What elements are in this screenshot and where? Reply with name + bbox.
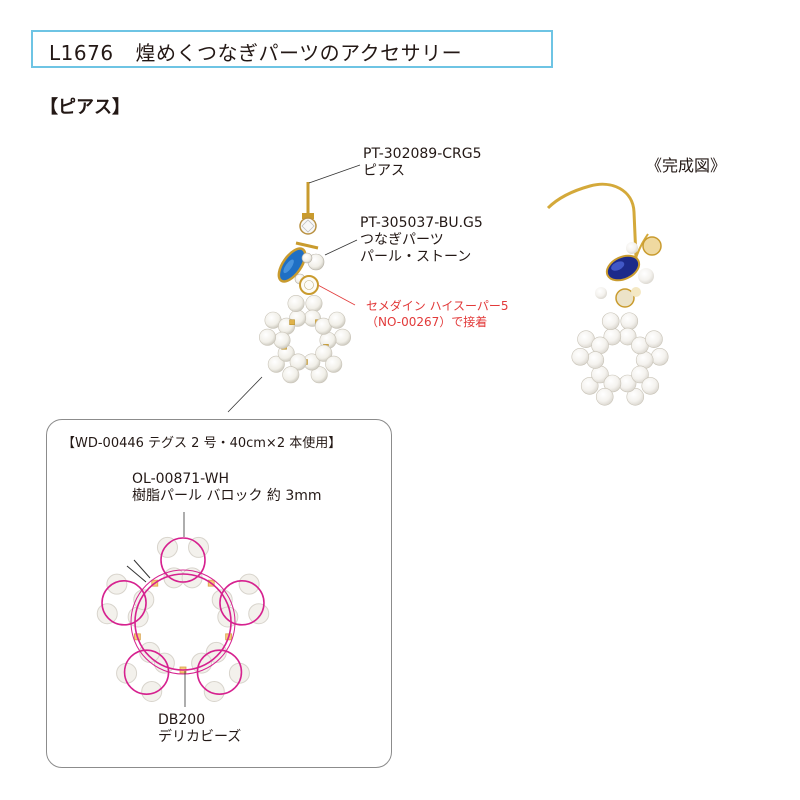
pearl: [315, 344, 333, 362]
pearl-name: 樹脂パール バロック 約 3mm: [132, 488, 322, 504]
connector-line2: パール・ストーン: [360, 249, 472, 265]
bead-label: DB200 デリカビーズ: [158, 712, 241, 746]
star-pearl-motif: [259, 294, 351, 384]
connector-line1: つなぎパーツ: [360, 232, 444, 248]
pearl: [259, 328, 277, 346]
crystal-stone: [299, 217, 317, 235]
crystal-setting: [302, 213, 314, 219]
page-title: L1676 煌めくつなぎパーツのアクセサリー: [49, 37, 462, 66]
thread-inner-ring: [134, 573, 232, 671]
section-heading: 【ピアス】: [40, 97, 130, 118]
thread-end-1: [133, 559, 151, 579]
pearl: [603, 374, 622, 393]
pearl: [631, 365, 649, 384]
title-name: 煌めくつなぎパーツのアクセサリー: [135, 41, 463, 65]
thread-loop: [160, 537, 206, 583]
finished-caption: 《完成図》: [646, 156, 727, 175]
thread-end-2: [126, 565, 147, 583]
pearl: [273, 331, 291, 349]
detail-title: 【WD-00446 テグス 2 号・40cm×2 本使用】: [62, 436, 342, 451]
thread-path: [101, 537, 265, 695]
pearl: [203, 680, 225, 702]
pearl: [650, 348, 669, 366]
leader-line-glue: [315, 283, 356, 306]
glued-stone: [299, 275, 319, 295]
pearl: [641, 377, 660, 395]
pearl: [217, 606, 239, 628]
glue-line2: （NO-00267）で接着: [366, 315, 488, 329]
pearl-label: OL-00871-WH 樹脂パール バロック 約 3mm: [132, 471, 322, 505]
hook-label: PT-302089-CRG5 ピアス: [363, 146, 482, 180]
pearl: [645, 330, 663, 348]
leader-line-hook: [308, 164, 361, 184]
pearl: [289, 353, 307, 371]
delica-bead: [289, 319, 295, 325]
connector-code: PT-305037-BU.G5: [360, 215, 483, 231]
title-box: L1676 煌めくつなぎパーツのアクセサリー: [31, 30, 553, 68]
pearl: [333, 328, 351, 346]
pearl: [267, 355, 285, 373]
navette-stone: [277, 247, 307, 283]
glue-label: セメダイン ハイスーパー5 （NO-00267）で接着: [366, 298, 509, 330]
bead-name: デリカビーズ: [158, 729, 242, 745]
pearl-code: OL-00871-WH: [132, 471, 230, 487]
connector-label: PT-305037-BU.G5 つなぎパーツ パール・ストーン: [360, 215, 483, 266]
thread-loop: [219, 580, 265, 626]
title-code: L1676: [49, 41, 114, 65]
bead-code: DB200: [158, 712, 206, 728]
earring-illustration: [227, 164, 361, 413]
pearl: [595, 388, 614, 406]
glue-line1: セメダイン ハイスーパー5: [366, 299, 509, 313]
pearl: [287, 294, 305, 312]
pearl: [282, 366, 300, 384]
hook-name: ピアス: [363, 163, 405, 179]
pearl: [141, 680, 163, 702]
pearl: [328, 311, 346, 329]
pearl: [571, 348, 590, 366]
pearl: [310, 366, 328, 384]
finished-earring-photo: [546, 182, 669, 406]
pearl: [601, 312, 620, 331]
pearl: [580, 377, 599, 395]
pearl: [620, 312, 639, 331]
pearl: [626, 388, 645, 406]
photo-star-pearls: [571, 312, 669, 406]
thread-loop: [101, 580, 147, 626]
pearl: [238, 573, 260, 595]
thread-inner-ring-2: [130, 569, 236, 675]
beading-diagram: [96, 512, 270, 707]
pearl: [325, 355, 343, 373]
detail-panel: [46, 419, 392, 768]
pearl: [106, 573, 128, 595]
pearl: [586, 351, 605, 369]
leader-line-detail: [227, 376, 263, 413]
leader-line-connector: [324, 239, 358, 256]
hook-code: PT-302089-CRG5: [363, 146, 482, 162]
pearl: [305, 294, 323, 312]
